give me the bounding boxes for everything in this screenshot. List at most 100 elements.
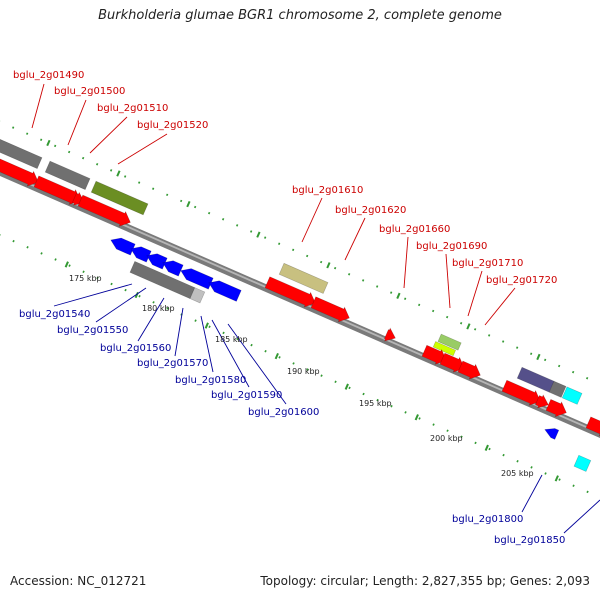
tick-mark: [95, 163, 99, 166]
gene-label-reverse[interactable]: bglu_2g01600: [248, 407, 319, 418]
cds-reverse[interactable]: [544, 428, 560, 440]
accession-text: Accession: NC_012721: [10, 574, 147, 588]
tick-mark: [39, 138, 43, 142]
cds-forward[interactable]: [439, 352, 465, 373]
tick-mark: [124, 288, 127, 292]
tick-mark: [474, 441, 477, 445]
tick-mark: [516, 460, 519, 463]
scale-label: 200 kbp: [430, 434, 463, 443]
tick-mark: [431, 309, 435, 313]
tick-mark: [236, 337, 239, 341]
label-leader: [467, 270, 483, 317]
tick-mark: [502, 453, 505, 457]
gene-feature-khaki[interactable]: [278, 262, 329, 294]
gene-label-reverse[interactable]: bglu_2g01800: [452, 514, 523, 525]
tick-mark: [403, 297, 407, 300]
gene-feature-cyan[interactable]: [561, 386, 583, 405]
gene-feature-yellowgreen[interactable]: [432, 341, 456, 357]
cds-reverse[interactable]: [146, 253, 168, 270]
cds-forward[interactable]: [384, 327, 396, 342]
gene-feature-lightgreen[interactable]: [437, 333, 462, 351]
tick-mark-major: [204, 322, 209, 329]
tick-mark-major: [536, 353, 541, 361]
gene-feature-lightgray[interactable]: [189, 287, 206, 304]
tick-mark-major: [186, 200, 191, 208]
scale-label: 185 kbp: [215, 335, 248, 344]
tick-mark: [557, 364, 561, 368]
cds-reverse[interactable]: [180, 268, 214, 290]
tick-mark-major: [274, 352, 279, 360]
gene-label-forward[interactable]: bglu_2g01520: [137, 120, 208, 131]
tick-mark: [404, 411, 407, 414]
tick-mark-major: [414, 414, 419, 421]
gene-feature-olive[interactable]: [90, 180, 149, 216]
cds-forward[interactable]: [545, 399, 567, 418]
cds-forward[interactable]: [264, 276, 316, 308]
cds-reverse[interactable]: [162, 260, 184, 277]
gene-label-forward[interactable]: bglu_2g01690: [416, 241, 487, 252]
gene-label-reverse[interactable]: bglu_2g01590: [211, 390, 282, 401]
tick-mark: [179, 199, 183, 203]
label-leader: [67, 99, 87, 146]
gene-label-forward[interactable]: bglu_2g01500: [54, 86, 125, 97]
label-leader: [174, 307, 184, 357]
cds-forward[interactable]: [501, 379, 541, 406]
gene-label-forward[interactable]: bglu_2g01620: [335, 205, 406, 216]
cds-forward[interactable]: [421, 344, 447, 365]
label-leader: [301, 197, 323, 243]
cds-reverse[interactable]: [208, 280, 242, 302]
tick-mark: [376, 398, 379, 402]
tick-mark: [445, 315, 449, 319]
tick-mark: [389, 291, 393, 294]
gene-label-forward[interactable]: bglu_2g01710: [452, 258, 523, 269]
label-leader: [344, 217, 366, 261]
gene-label-forward[interactable]: bglu_2g01720: [486, 275, 557, 286]
label-leader: [137, 297, 165, 342]
gene-label-reverse[interactable]: bglu_2g01570: [137, 358, 208, 369]
tick-mark: [68, 264, 71, 267]
gene-labels: bglu_2g01490 bglu_2g01500 bglu_2g01510 b…: [13, 70, 565, 546]
gene-feature-gray[interactable]: [0, 136, 43, 170]
tick-mark: [305, 254, 309, 258]
tick-mark: [473, 328, 477, 331]
cds-forward[interactable]: [0, 152, 39, 187]
gene-label-reverse[interactable]: bglu_2g01850: [494, 535, 565, 546]
tick-mark-major: [326, 262, 331, 269]
gene-label-forward[interactable]: bglu_2g01610: [292, 185, 363, 196]
tick-mark-major: [256, 231, 261, 238]
tick-mark: [432, 423, 435, 426]
gene-feature-gray[interactable]: [548, 380, 567, 398]
tick-mark: [488, 447, 491, 451]
gene-label-reverse[interactable]: bglu_2g01540: [19, 309, 90, 320]
cds-forward[interactable]: [535, 394, 549, 409]
tick-mark: [334, 380, 337, 384]
label-leader: [227, 323, 287, 405]
cds-forward[interactable]: [310, 296, 350, 323]
gene-label-reverse[interactable]: bglu_2g01560: [100, 343, 171, 354]
cds-forward[interactable]: [77, 194, 131, 227]
tick-mark: [529, 352, 533, 356]
label-leader: [89, 116, 128, 154]
gene-label-forward[interactable]: bglu_2g01660: [379, 224, 450, 235]
tick-mark: [292, 362, 295, 365]
label-leader: [484, 287, 516, 326]
cds-reverse[interactable]: [110, 237, 136, 256]
tick-mark: [418, 417, 421, 420]
tick-mark: [361, 279, 365, 282]
tick-mark: [207, 211, 211, 215]
gene-label-reverse[interactable]: bglu_2g01580: [175, 375, 246, 386]
cds-forward[interactable]: [457, 360, 481, 380]
gene-feature-gray[interactable]: [44, 160, 91, 190]
gene-feature-cyan[interactable]: [573, 454, 592, 472]
gene-label-reverse[interactable]: bglu_2g01550: [57, 325, 128, 336]
cds-forward[interactable]: [585, 416, 600, 437]
label-leader: [521, 474, 543, 513]
tick-mark: [278, 356, 281, 359]
gene-label-forward[interactable]: bglu_2g01510: [97, 103, 168, 114]
tick-mark-major: [344, 383, 349, 390]
tick-mark: [390, 404, 393, 408]
gene-label-forward[interactable]: bglu_2g01490: [13, 70, 84, 81]
tick-mark-major: [116, 170, 121, 177]
cds-reverse[interactable]: [130, 246, 152, 263]
tick-mark: [137, 181, 141, 184]
